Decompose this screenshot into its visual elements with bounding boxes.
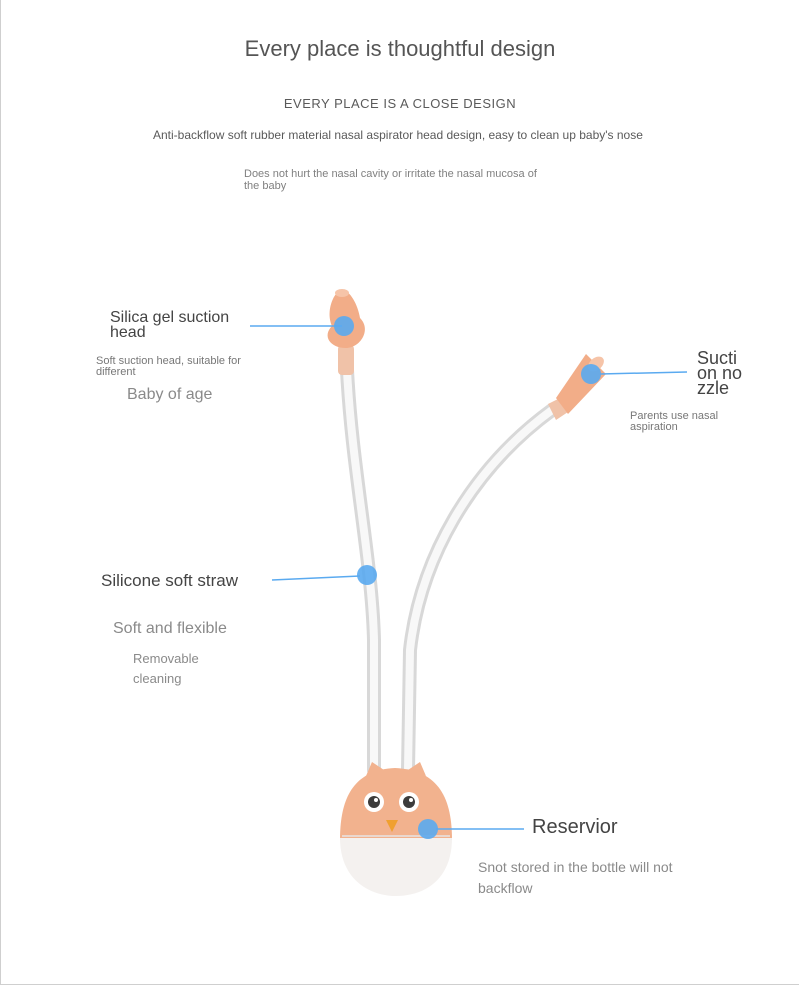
right-straw bbox=[401, 403, 559, 777]
straw-title: Silicone soft straw bbox=[101, 571, 238, 590]
suction-head-desc: Soft suction head, suitable for differen… bbox=[96, 355, 241, 378]
suction-head-title: Silica gel suction head bbox=[110, 309, 230, 341]
marker-nozzle bbox=[581, 364, 601, 384]
reservoir-title: Reservior bbox=[532, 816, 618, 838]
page-title: Every place is thoughtful design bbox=[244, 36, 556, 61]
suction-nozzle-title: Suction nozzle bbox=[697, 348, 743, 398]
suction-head-desc2: Baby of age bbox=[127, 386, 213, 403]
leader-line-nozzle bbox=[599, 371, 688, 375]
marker-straw bbox=[357, 565, 377, 585]
suction-nozzle-desc: Parents use nasal aspiration bbox=[630, 410, 719, 433]
suction-nozzle bbox=[548, 354, 606, 420]
marker-reservoir bbox=[418, 819, 438, 839]
reservoir-desc: Snot stored in the bottle will not backf… bbox=[478, 859, 673, 896]
intro-note: Does not hurt the nasal cavity or irrita… bbox=[244, 168, 537, 192]
straw-desc2: Removable cleaning bbox=[133, 651, 199, 686]
straw-desc: Soft and flexible bbox=[113, 620, 227, 637]
marker-suction-head bbox=[334, 316, 354, 336]
intro-text: Anti-backflow soft rubber material nasal… bbox=[153, 128, 643, 142]
leader-line-straw bbox=[271, 575, 361, 581]
page-subtitle: EVERY PLACE IS A CLOSE DESIGN bbox=[283, 96, 517, 111]
